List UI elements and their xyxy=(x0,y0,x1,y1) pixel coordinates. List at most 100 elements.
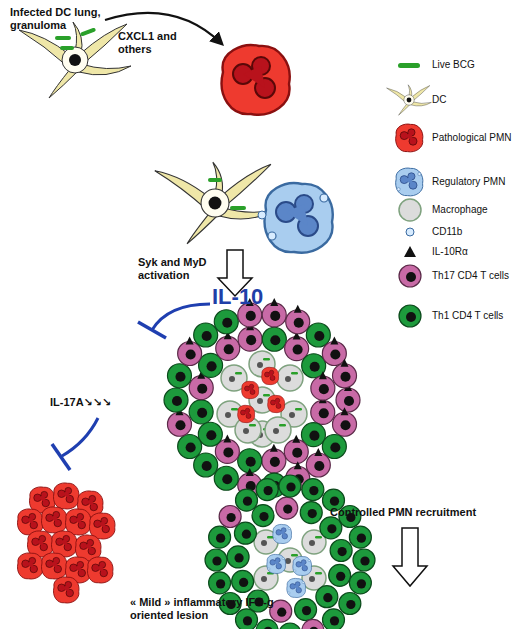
cell-nucleus xyxy=(175,372,185,382)
bcg-bacillus xyxy=(60,46,74,50)
cell-nucleus xyxy=(261,540,267,546)
cell-nucleus xyxy=(186,442,196,452)
cell-body xyxy=(320,517,342,539)
cell-nucleus xyxy=(264,627,273,629)
th1-cell xyxy=(349,572,371,594)
th1-cell xyxy=(302,479,324,501)
cell-body xyxy=(236,609,258,629)
cell-nucleus xyxy=(283,504,292,513)
cell-body xyxy=(276,497,298,519)
cell-body xyxy=(232,570,254,592)
cell-nucleus xyxy=(270,457,280,467)
regulatory-pmn xyxy=(273,524,292,543)
th17-cell xyxy=(286,305,310,334)
cell-nucleus xyxy=(285,558,291,564)
macrophage xyxy=(277,365,303,391)
il10r-mark xyxy=(292,435,300,443)
th17-cell xyxy=(302,619,324,629)
th1-cell xyxy=(209,526,231,548)
cell-nucleus xyxy=(294,318,304,328)
cell-nucleus xyxy=(338,547,347,556)
th1-cell xyxy=(339,592,361,614)
cell-body xyxy=(167,412,191,436)
th1-cell xyxy=(234,522,256,544)
cell-nucleus xyxy=(212,556,221,565)
cell-body xyxy=(322,609,344,629)
block-arrow xyxy=(393,528,427,586)
th17-cell xyxy=(285,332,309,361)
th1-cell xyxy=(205,549,227,571)
annotation-label: Infected DC lung, granuloma xyxy=(10,6,105,32)
cell-body xyxy=(311,400,335,424)
th1-cell xyxy=(320,517,342,539)
cell-body xyxy=(189,376,213,400)
cell-body xyxy=(279,475,301,497)
cell-body xyxy=(322,342,346,366)
cell-nucleus xyxy=(270,311,280,321)
legend-label: Macrophage xyxy=(432,204,518,216)
cell-nucleus xyxy=(330,349,340,359)
legend-label: Regulatory PMN xyxy=(432,176,518,188)
cell-nucleus xyxy=(308,509,317,518)
cell-nucleus xyxy=(292,448,302,458)
cell-nucleus xyxy=(327,524,336,533)
th1-cell xyxy=(300,502,322,524)
annotation-label: Syk and MyD activation xyxy=(138,256,218,282)
bcg-bacillus xyxy=(208,178,222,182)
cell-nucleus xyxy=(243,428,249,434)
cell-body xyxy=(286,310,310,334)
cell-nucleus xyxy=(234,553,243,562)
pathological-pmn-group xyxy=(17,483,115,603)
cell-body xyxy=(339,592,361,614)
th17-cell xyxy=(333,359,357,388)
pathological-pmn xyxy=(238,405,255,422)
cell-nucleus xyxy=(309,431,319,441)
th17-cell xyxy=(262,298,286,327)
cell-nucleus xyxy=(172,396,182,406)
cell-nucleus xyxy=(293,345,303,355)
bcg-bacillus xyxy=(291,372,298,375)
cell-body xyxy=(189,400,213,424)
il10r-mark xyxy=(294,461,302,469)
cell-nucleus xyxy=(242,530,251,539)
il10r-mark xyxy=(314,448,322,456)
pathological-pmn xyxy=(242,381,259,398)
cell-nucleus xyxy=(336,572,345,581)
legend-label: Pathological PMN xyxy=(432,132,518,144)
th1-cell xyxy=(252,505,274,527)
pathological-pmn xyxy=(268,395,285,412)
cell-body xyxy=(178,342,202,366)
cell-body xyxy=(256,479,278,501)
cell-body xyxy=(252,505,274,527)
bcg-bacillus xyxy=(55,36,71,40)
bcg-bacillus xyxy=(80,27,96,36)
il10r-mark xyxy=(330,337,338,345)
il10r-mark xyxy=(341,359,349,367)
cell-nucleus xyxy=(360,556,369,565)
th1-cell xyxy=(214,466,238,490)
legend-sample xyxy=(387,85,432,115)
cell-nucleus xyxy=(225,412,231,418)
cell-nucleus xyxy=(239,578,248,587)
il10r-mark xyxy=(294,305,302,313)
th1-cell xyxy=(295,599,317,621)
pathological-pmn xyxy=(53,577,79,603)
bcg-bacillus xyxy=(291,554,298,557)
pathological-pmn xyxy=(41,507,67,533)
il10r-mark xyxy=(186,337,194,345)
cell-nucleus xyxy=(202,461,212,471)
bcg-bacillus xyxy=(235,372,242,375)
cell-body xyxy=(302,479,324,501)
cell-nucleus xyxy=(319,384,329,394)
th1-cell xyxy=(329,564,351,586)
cell-nucleus xyxy=(222,318,232,328)
cell-nucleus xyxy=(319,408,329,418)
th1-cell xyxy=(236,609,258,629)
bcg-bacillus xyxy=(315,536,322,539)
il10r-mark xyxy=(319,371,327,379)
annotation-label: Controlled PMN recruitment xyxy=(330,506,505,519)
cell-groups xyxy=(17,298,375,629)
th17-cell xyxy=(284,435,308,464)
legend-sample xyxy=(396,168,423,196)
pathological-pmn xyxy=(262,367,279,384)
